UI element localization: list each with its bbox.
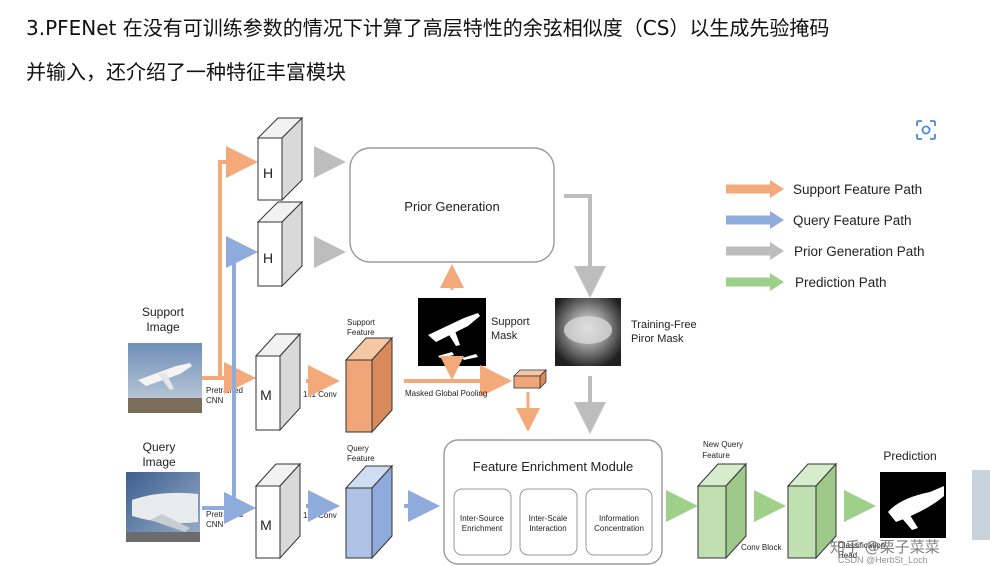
- fem-inter-source-box: [453, 488, 512, 556]
- fem-info-concentration-1: Information: [599, 514, 639, 523]
- fem-title: Feature Enrichment Module: [473, 459, 633, 474]
- support-feature-block: [344, 336, 394, 434]
- prior-mask-label-1: Training-Free: [631, 319, 697, 331]
- prior-to-mask-arrow: [564, 194, 606, 298]
- fem-info-concentration-box: [585, 488, 653, 556]
- fem-inter-scale-box: [519, 488, 578, 556]
- watermark-zhihu: 知乎 @栗子菜菜: [830, 538, 940, 556]
- prior-generation-box: [349, 147, 555, 263]
- h-block-query-label: H: [263, 250, 273, 266]
- pretrained-cnn-support-1: Pretrained: [206, 386, 243, 395]
- query-airplane: [132, 492, 198, 524]
- heading-line-1: 3.PFENet 在没有可训练参数的情况下计算了高层特性的余弦相似度（CS）以生…: [26, 16, 830, 40]
- pretrained-cnn-query-1: Pretrained: [206, 510, 243, 519]
- support-image-label-2: Image: [146, 320, 180, 334]
- classification-head-label-1: Classification: [838, 541, 885, 550]
- watermark-csdn: CSDN @HerbSt_Loch: [838, 555, 928, 565]
- support-mask-label-2: Mask: [491, 330, 518, 342]
- support-mask-label-1: Support: [491, 316, 530, 328]
- conv-block-label: Conv Block: [741, 543, 782, 552]
- query-image-label-1: Query: [143, 440, 176, 454]
- fem-info-concentration-2: Concentration: [594, 524, 644, 533]
- support-image-group: Support Image: [128, 305, 202, 413]
- classification-head-label-2: Head: [838, 551, 857, 560]
- prior-generation-label: Prior Generation: [404, 199, 499, 214]
- h-block-support: H: [256, 116, 304, 202]
- h-block-support-label: H: [263, 165, 273, 181]
- legend-support-label: Support Feature Path: [793, 182, 922, 197]
- query-image-label-2: Image: [142, 455, 176, 469]
- pretrained-cnn-support-2: CNN: [206, 396, 224, 405]
- conv1x1-query-label: 1x1 Conv: [303, 511, 337, 520]
- legend: Support Feature Path Query Feature Path …: [726, 180, 925, 291]
- heading-line-2: 并输入，还介绍了一种特征丰富模块: [26, 60, 346, 84]
- query-image-group: Query Image: [126, 440, 200, 542]
- query-feature-block: [344, 464, 394, 560]
- prediction-label: Prediction: [883, 449, 936, 463]
- support-path-arrow-to-h: [202, 146, 258, 380]
- fem-inter-scale-1: Inter-Scale: [529, 514, 568, 523]
- conv1x1-support-label: 1x1 Conv: [303, 390, 337, 399]
- support-feature-label-1: Support: [347, 318, 376, 327]
- fem-inter-source-1: Inter-Source: [460, 514, 505, 523]
- prototype-vector: [513, 369, 547, 389]
- new-query-feature-label-1: New Query: [703, 440, 743, 449]
- h-block-query: H: [256, 200, 304, 288]
- m-block-support: M: [254, 332, 302, 432]
- masked-global-pooling-label: Masked Global Pooling: [405, 389, 487, 398]
- page-heading: 3.PFENet 在没有可训练参数的情况下计算了高层特性的余弦相似度（CS）以生…: [26, 6, 986, 94]
- query-feature-label-1: Query: [347, 444, 369, 453]
- legend-prior-label: Prior Generation Path: [794, 244, 925, 259]
- new-query-feature-label-2: Feature: [702, 451, 730, 460]
- partial-image-edge: [972, 470, 990, 540]
- new-query-feature-block: [696, 462, 748, 560]
- conv-block-output: [786, 462, 838, 560]
- pretrained-cnn-query-2: CNN: [206, 520, 224, 529]
- query-feature-label-2: Feature: [347, 454, 375, 463]
- image-scan-icon[interactable]: [915, 119, 937, 141]
- support-image-label-1: Support: [142, 305, 185, 319]
- support-feature-label-2: Feature: [347, 328, 375, 337]
- legend-prediction-label: Prediction Path: [795, 275, 887, 290]
- m-block-query: M: [254, 462, 302, 560]
- fem-inter-source-2: Enrichment: [462, 524, 503, 533]
- m-block-query-label: M: [260, 517, 272, 533]
- prior-mask-label-2: Piror Mask: [631, 333, 684, 345]
- legend-query-label: Query Feature Path: [793, 213, 912, 228]
- m-block-support-label: M: [260, 387, 272, 403]
- fem-inter-scale-2: Interaction: [529, 524, 566, 533]
